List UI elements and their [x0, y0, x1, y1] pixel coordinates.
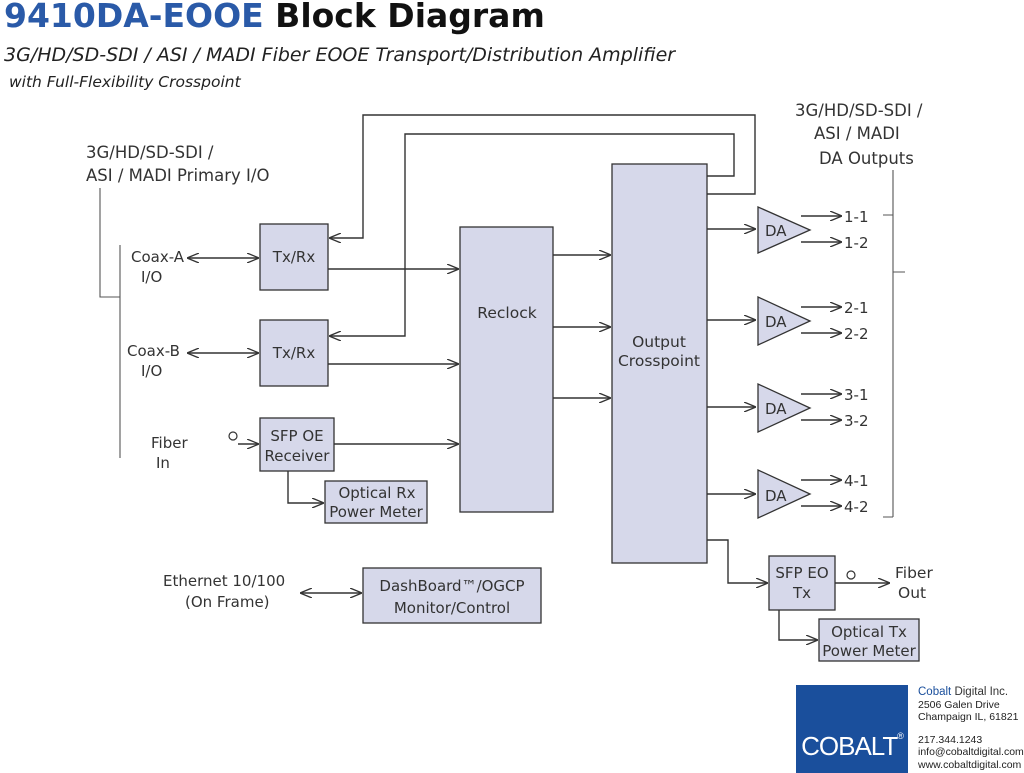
txrx-b-block: [259, 319, 329, 387]
sfp-oe-label-line1: SFP OE: [270, 427, 323, 445]
fiber-out-connector: [846, 570, 856, 580]
da-4-label: DA: [765, 487, 787, 505]
crosspoint-label-line2: Crosspoint: [618, 352, 700, 370]
da-3-label: DA: [765, 400, 787, 418]
optical-tx-meter-block: [818, 618, 920, 662]
crosspoint-to-sfp-eo: [707, 539, 767, 583]
sfp-eo-label-line1: SFP EO: [775, 564, 828, 582]
output-2-2: 2-2: [844, 325, 869, 343]
da-amplifier-2: DA 2-1 2-2: [707, 295, 869, 347]
fiber-out-label-line2: Out: [898, 584, 926, 602]
da-amplifier-4: DA 4-1 4-2: [707, 468, 869, 520]
optical-rx-meter-block: [324, 480, 428, 524]
ethernet-label-line1: Ethernet 10/100: [163, 572, 285, 590]
output-4-1: 4-1: [844, 472, 869, 490]
phone-number: 217.344.1243: [918, 733, 983, 746]
model-number: 9410DA-EOOE: [4, 0, 264, 35]
output-1-2: 1-2: [844, 234, 869, 252]
txrx-a-block: [259, 223, 329, 291]
address-line2: Champaign IL, 61821: [918, 711, 1019, 723]
crosspoint-to-txrx-a-return: [330, 114, 756, 238]
subtitle-secondary: with Full-Flexibility Crosspoint: [9, 73, 241, 91]
optical-rx-label-line1: Optical Rx: [338, 484, 415, 502]
output-2-1: 2-1: [844, 299, 869, 317]
primary-io-bracket: [99, 188, 121, 458]
sfp-eo-to-tx-meter: [778, 610, 817, 640]
output-1-1: 1-1: [844, 208, 869, 226]
fiber-out-label-line1: Fiber: [895, 564, 933, 582]
output-3-2: 3-2: [844, 412, 869, 430]
txrx-a-label: Tx/Rx: [272, 248, 316, 266]
sfp-eo-label-line2: Tx: [792, 584, 811, 602]
registered-mark: ®: [897, 731, 904, 741]
sfp-oe-to-rx-meter: [287, 471, 323, 503]
da-outputs-bracket: [883, 170, 905, 518]
logo-text: COBALT: [801, 731, 898, 761]
da-1-label: DA: [765, 222, 787, 240]
website-url[interactable]: www.cobaltdigital.com: [918, 758, 1022, 771]
page-title: 9410DA-EOOE Block Diagram: [4, 0, 545, 35]
da-outputs-label-line3: DA Outputs: [819, 149, 914, 168]
dashboard-ogcp-block: [362, 567, 542, 624]
crosspoint-label-line1: Output: [632, 333, 686, 351]
crosspoint-to-txrx-b-return: [330, 133, 735, 336]
email-address[interactable]: info@cobaltdigital.com: [918, 746, 1024, 758]
sfp-oe-label-line2: Receiver: [265, 447, 331, 465]
da-outputs-label-line1: 3G/HD/SD-SDI /: [795, 101, 923, 120]
cobalt-logo: COBALT®: [796, 685, 908, 773]
da-2-label: DA: [765, 313, 787, 331]
da-outputs-label-line2: ASI / MADI: [814, 124, 900, 143]
reclock-label: Reclock: [477, 304, 536, 322]
primary-io-label-line1: 3G/HD/SD-SDI /: [86, 143, 214, 162]
coax-b-label-line1: Coax-B: [127, 342, 180, 360]
fiber-in-label-line2: In: [156, 454, 170, 472]
dashboard-label-line1: DashBoard™/OGCP: [379, 577, 524, 595]
output-4-2: 4-2: [844, 498, 869, 516]
txrx-b-label: Tx/Rx: [272, 344, 316, 362]
output-3-1: 3-1: [844, 386, 869, 404]
address-line1: 2506 Galen Drive: [918, 698, 1000, 711]
da-amplifier-1: DA 1-1 1-2: [707, 206, 869, 254]
optical-rx-label-line2: Power Meter: [329, 503, 423, 521]
title-suffix: Block Diagram: [275, 0, 545, 35]
company-name: Cobalt Digital Inc.: [918, 686, 1024, 699]
company-brand: Cobalt: [918, 686, 952, 698]
optical-tx-label-line2: Power Meter: [822, 642, 916, 660]
company-name-rest: Digital Inc.: [951, 686, 1009, 698]
optical-tx-label-line1: Optical Tx: [831, 623, 907, 641]
contact-info: Cobalt Digital Inc. 2506 Galen Drive Cha…: [918, 686, 1024, 771]
coax-a-label-line2: I/O: [141, 268, 162, 286]
output-crosspoint-block: [611, 163, 708, 564]
subtitle: 3G/HD/SD-SDI / ASI / MADI Fiber EOOE Tra…: [4, 44, 676, 66]
ethernet-label-line2: (On Frame): [185, 593, 270, 611]
dashboard-label-line2: Monitor/Control: [394, 599, 510, 617]
coax-a-label-line1: Coax-A: [131, 248, 185, 266]
reclock-block: [459, 226, 554, 513]
coax-b-label-line2: I/O: [141, 362, 162, 380]
fiber-in-connector: [228, 431, 238, 441]
primary-io-label-line2: ASI / MADI Primary I/O: [86, 166, 269, 185]
da-amplifier-3: DA 3-1 3-2: [707, 382, 869, 434]
fiber-in-label-line1: Fiber: [151, 434, 188, 452]
